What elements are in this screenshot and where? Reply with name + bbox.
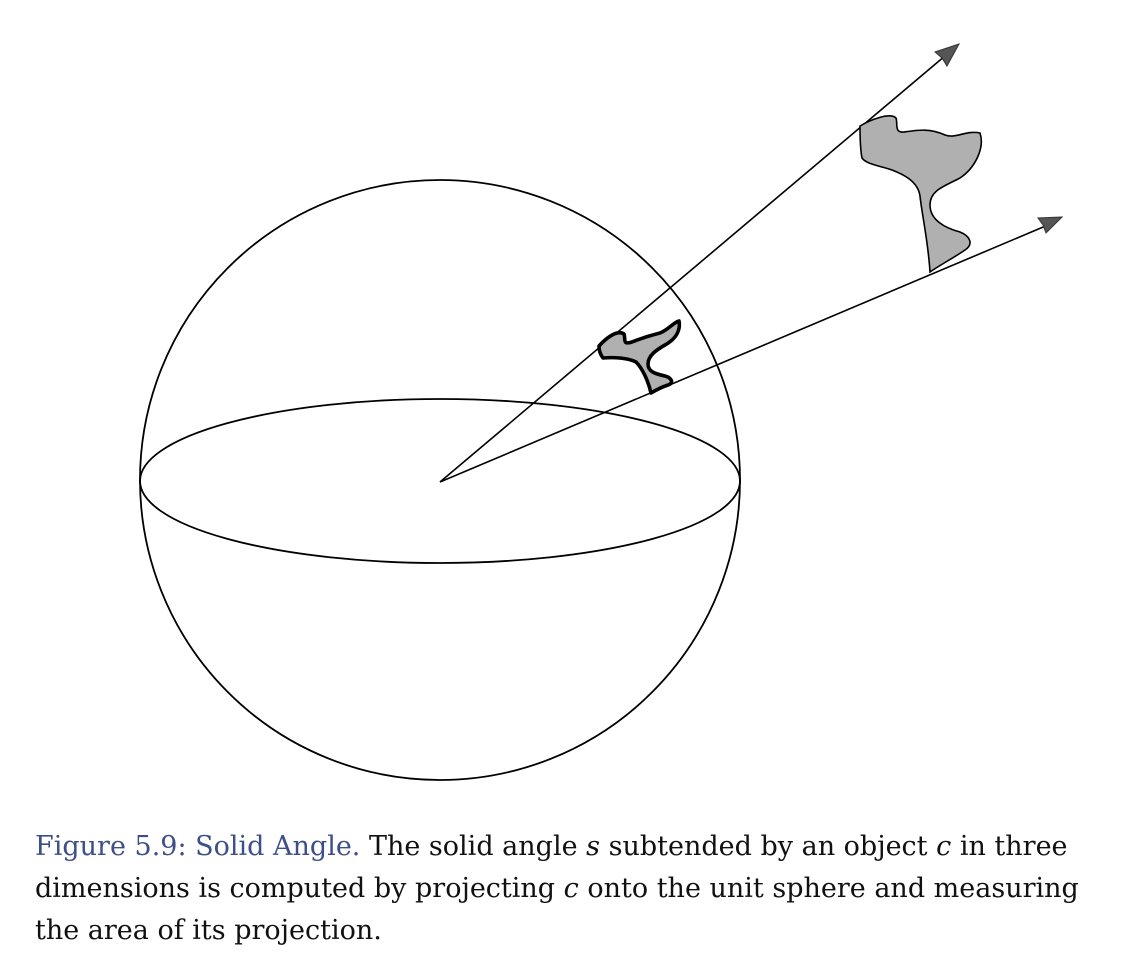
lower-ray-arrowhead xyxy=(1037,216,1064,234)
caption-var-c-2: c xyxy=(563,873,579,904)
figure-caption: Figure 5.9: Solid Angle. The solid angle… xyxy=(35,826,1115,952)
unit-sphere xyxy=(139,179,741,781)
caption-text-4: onto the unit sphere and measuring the a… xyxy=(35,873,1079,946)
upper-ray xyxy=(439,49,953,483)
caption-text-1: The solid angle xyxy=(360,831,587,862)
upper-ray-arrowhead xyxy=(934,43,961,67)
caption-var-s: s xyxy=(586,831,601,862)
caption-text-3: in three dimensions is computed by proje… xyxy=(35,831,1068,904)
lower-ray xyxy=(439,221,1056,483)
caption-var-c: c xyxy=(936,831,952,862)
solid-angle-diagram xyxy=(139,43,1064,781)
projection-on-sphere xyxy=(597,319,682,395)
caption-text-2: subtended by an object xyxy=(600,831,937,862)
figure-label: Figure 5.9: Solid Angle. xyxy=(35,831,361,862)
object-c xyxy=(859,115,982,274)
sphere-equator xyxy=(139,398,741,564)
